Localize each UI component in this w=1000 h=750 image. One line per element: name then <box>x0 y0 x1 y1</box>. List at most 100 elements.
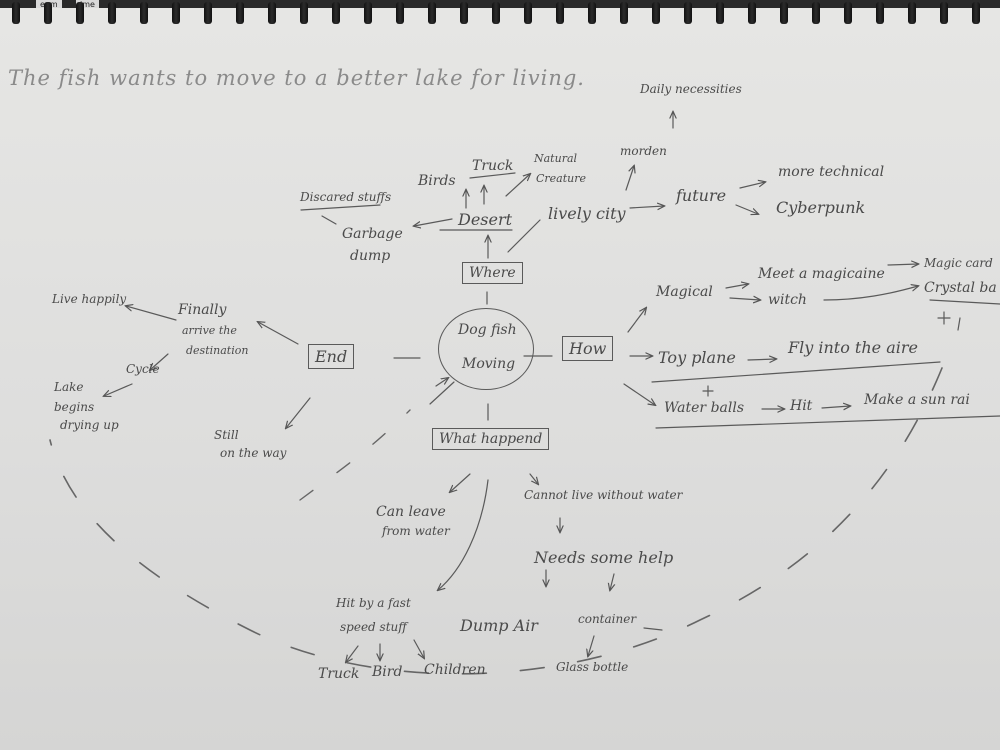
binding-ring <box>652 2 660 24</box>
witch-label: witch <box>768 292 807 308</box>
begins-label: begins <box>54 400 95 414</box>
binding-ring <box>460 2 468 24</box>
cannot-live-label: Cannot live without water <box>524 488 683 502</box>
binding-ring <box>748 2 756 24</box>
arrow <box>725 284 748 288</box>
binding-ring <box>684 2 692 24</box>
pump-air-label: Dump Air <box>460 616 538 635</box>
arrow <box>823 286 918 301</box>
children-label: Children <box>424 662 486 678</box>
binding-ring <box>332 2 340 24</box>
arrow <box>505 174 530 197</box>
creature-label: Creature <box>536 172 587 185</box>
binding-ring <box>172 2 180 24</box>
arrow <box>588 635 595 656</box>
binding-ring <box>204 2 212 24</box>
tick <box>321 215 337 225</box>
arrow <box>126 306 177 321</box>
arrow <box>821 406 850 408</box>
binding-ring <box>908 2 916 24</box>
arrow <box>435 378 448 387</box>
center-label: Moving <box>462 356 516 372</box>
cycle-label: Cycle <box>126 362 160 376</box>
discarded-label: Discared stuffs <box>300 190 392 204</box>
center-node-oval <box>438 308 534 390</box>
arrow <box>150 353 169 370</box>
connector <box>507 219 541 253</box>
arrow <box>450 473 471 492</box>
center-label: Dog fish <box>458 322 517 338</box>
binding-ring <box>492 2 500 24</box>
glass-bottle-label: Glass bottle <box>556 660 629 674</box>
live-happily-label: Live happily <box>52 292 127 306</box>
end-node: End <box>308 344 355 369</box>
arrow <box>104 383 133 396</box>
binding-ring <box>780 2 788 24</box>
underline <box>469 172 516 179</box>
destination-label: destination <box>186 344 249 357</box>
binding-ring <box>236 2 244 24</box>
truck-label: Truck <box>472 158 514 174</box>
arrow <box>627 308 646 333</box>
dump-label: dump <box>350 248 391 264</box>
binding-ring <box>44 2 52 24</box>
arrow <box>413 639 424 658</box>
binding-ring <box>876 2 884 24</box>
arrow <box>739 182 765 189</box>
what-happened-node: What happend <box>432 428 550 450</box>
on-the-way-label: on the way <box>220 446 287 460</box>
cyberpunk-label: Cyberpunk <box>776 198 866 217</box>
dashed-return <box>299 409 411 501</box>
make-label: Make a sun rai <box>864 392 970 408</box>
hit-by-label: Hit by a fast <box>336 596 411 610</box>
truck-label: Truck <box>318 666 360 682</box>
can-leave-label: Can leave <box>376 504 446 520</box>
binding-ring <box>940 2 948 24</box>
toy-plane-label: Toy plane <box>658 348 736 367</box>
needs-help-label: Needs some help <box>534 548 674 567</box>
fly-label: Fly into the aire <box>788 338 918 357</box>
speed-stuff-label: speed stuff <box>340 620 407 634</box>
arrow <box>629 206 664 208</box>
binding-ring <box>140 2 148 24</box>
arrow <box>887 264 918 265</box>
arrow <box>625 166 634 191</box>
tick <box>957 317 961 331</box>
more-technical-label: more technical <box>778 164 885 180</box>
water-balls-label: Water balls <box>664 400 745 416</box>
binding-ring <box>588 2 596 24</box>
container-label: container <box>578 612 637 626</box>
binding-ring <box>524 2 532 24</box>
how-node: How <box>562 336 614 361</box>
binding-ring <box>556 2 564 24</box>
daily-necessities-label: Daily necessities <box>640 82 742 96</box>
magic-card-label: Magic card <box>924 256 993 270</box>
underline <box>655 415 1000 429</box>
binding-ring <box>396 2 404 24</box>
underline <box>651 361 941 383</box>
binding-ring <box>364 2 372 24</box>
from-water-label: from water <box>382 524 450 538</box>
binding-ring <box>428 2 436 24</box>
binding-ring <box>620 2 628 24</box>
modern-label: morden <box>620 144 667 158</box>
arrow <box>729 298 760 300</box>
arrow <box>529 473 538 484</box>
meet-label: Meet a magicaine <box>758 266 885 282</box>
arrive-label: arrive the <box>182 324 237 337</box>
connector <box>429 381 455 405</box>
underline <box>300 204 381 211</box>
binding-ring <box>268 2 276 24</box>
arrow <box>346 645 359 662</box>
arrow <box>735 204 758 214</box>
binding-ring <box>108 2 116 24</box>
arrow <box>610 573 614 590</box>
arrow <box>747 359 776 360</box>
arrow <box>286 397 311 428</box>
underline <box>929 299 1000 305</box>
crystal-ball-label: Crystal ba <box>924 280 997 296</box>
binding-ring <box>300 2 308 24</box>
lake-label: Lake <box>54 380 84 394</box>
